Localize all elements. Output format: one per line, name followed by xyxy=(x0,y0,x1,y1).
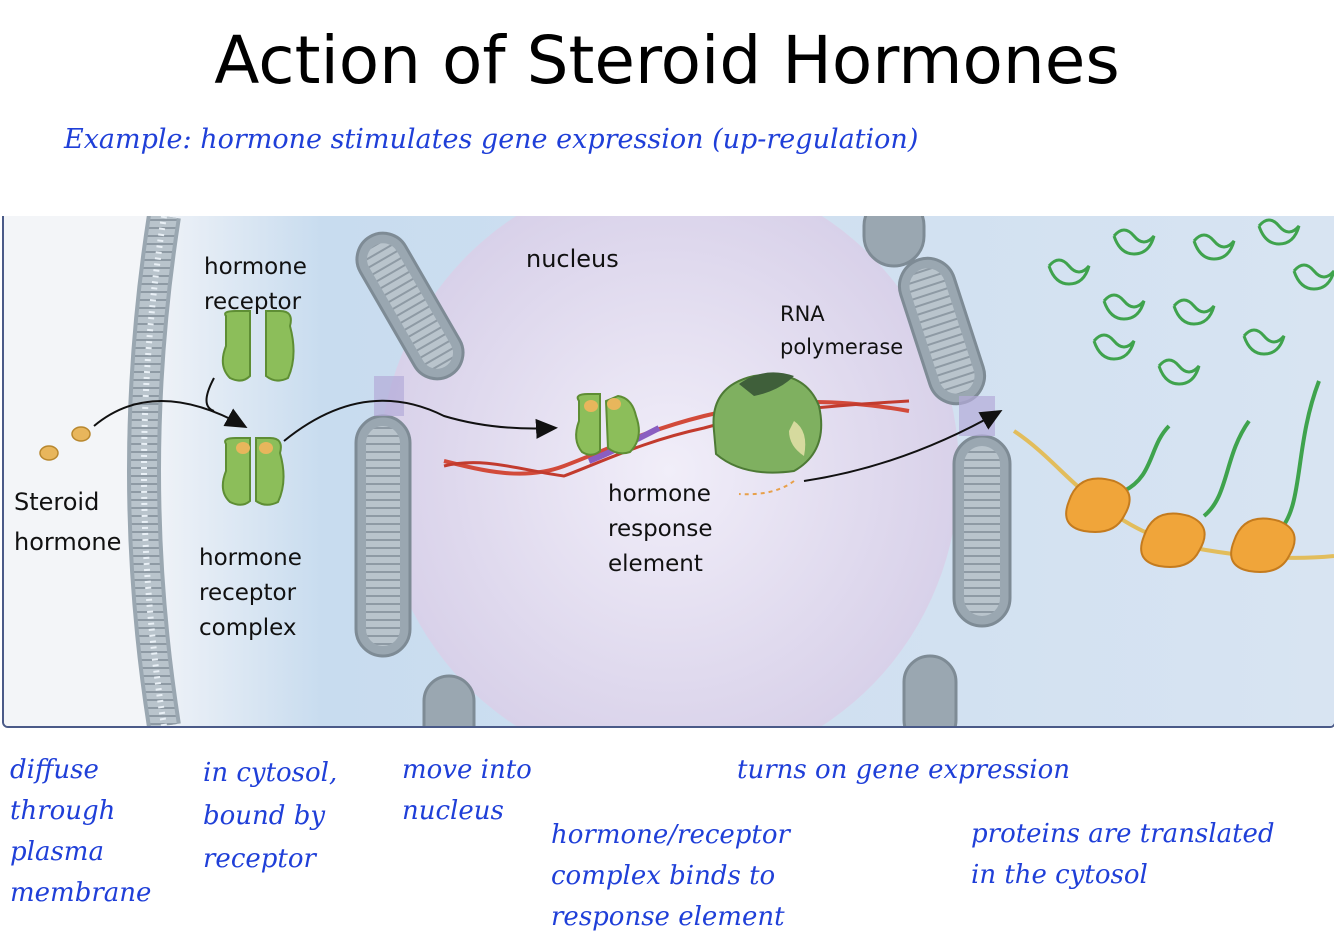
label-hormone-response-element: hormone response element xyxy=(608,481,713,577)
note-turns-on-expression: turns on gene expression xyxy=(737,755,1070,785)
plasma-membrane-lipids xyxy=(131,216,177,726)
hormone-receptor-shape xyxy=(221,310,295,382)
cell-illustration xyxy=(4,216,1334,726)
label-hormone-receptor: hormone receptor xyxy=(204,254,307,315)
label-rna-polymerase: RNA polymerase xyxy=(780,302,904,359)
arrow-into-nucleus xyxy=(283,399,558,442)
label-hormone-receptor-complex: hormone receptor complex xyxy=(199,545,302,641)
nuclear-envelope-left xyxy=(354,231,476,726)
rna-polymerase-shape xyxy=(712,372,823,496)
steroid-hormone-molecule xyxy=(39,445,59,461)
arrow-bind xyxy=(205,377,215,412)
note-diffuse: diffuse through plasma membrane xyxy=(10,755,152,908)
page-title: Action of Steroid Hormones xyxy=(214,22,1120,99)
steroid-hormone-molecule xyxy=(71,426,91,442)
subtitle: Example: hormone stimulates gene express… xyxy=(64,124,919,155)
note-move-into-nucleus: move into nucleus xyxy=(402,755,532,826)
note-proteins-translated: proteins are translated in the cytosol xyxy=(971,819,1275,890)
nucleus-body xyxy=(379,216,959,726)
hormone-receptor-complex-shape xyxy=(221,437,285,506)
arrow-diffuse xyxy=(93,400,248,428)
diagram-panel: hormone receptor nucleus RNA polymerase … xyxy=(2,216,1334,728)
note-complex-binds: hormone/receptor complex binds to respon… xyxy=(551,820,790,932)
label-steroid-hormone: Steroid hormone xyxy=(14,488,122,556)
translated-proteins xyxy=(1047,218,1334,386)
bound-complex xyxy=(575,393,640,456)
label-nucleus: nucleus xyxy=(526,245,619,273)
ribosomes xyxy=(1065,477,1296,573)
arrow-to-cytosol xyxy=(803,410,1003,482)
note-cytosol: in cytosol, bound by receptor xyxy=(203,758,338,874)
nascent-polypeptides xyxy=(1123,380,1321,533)
